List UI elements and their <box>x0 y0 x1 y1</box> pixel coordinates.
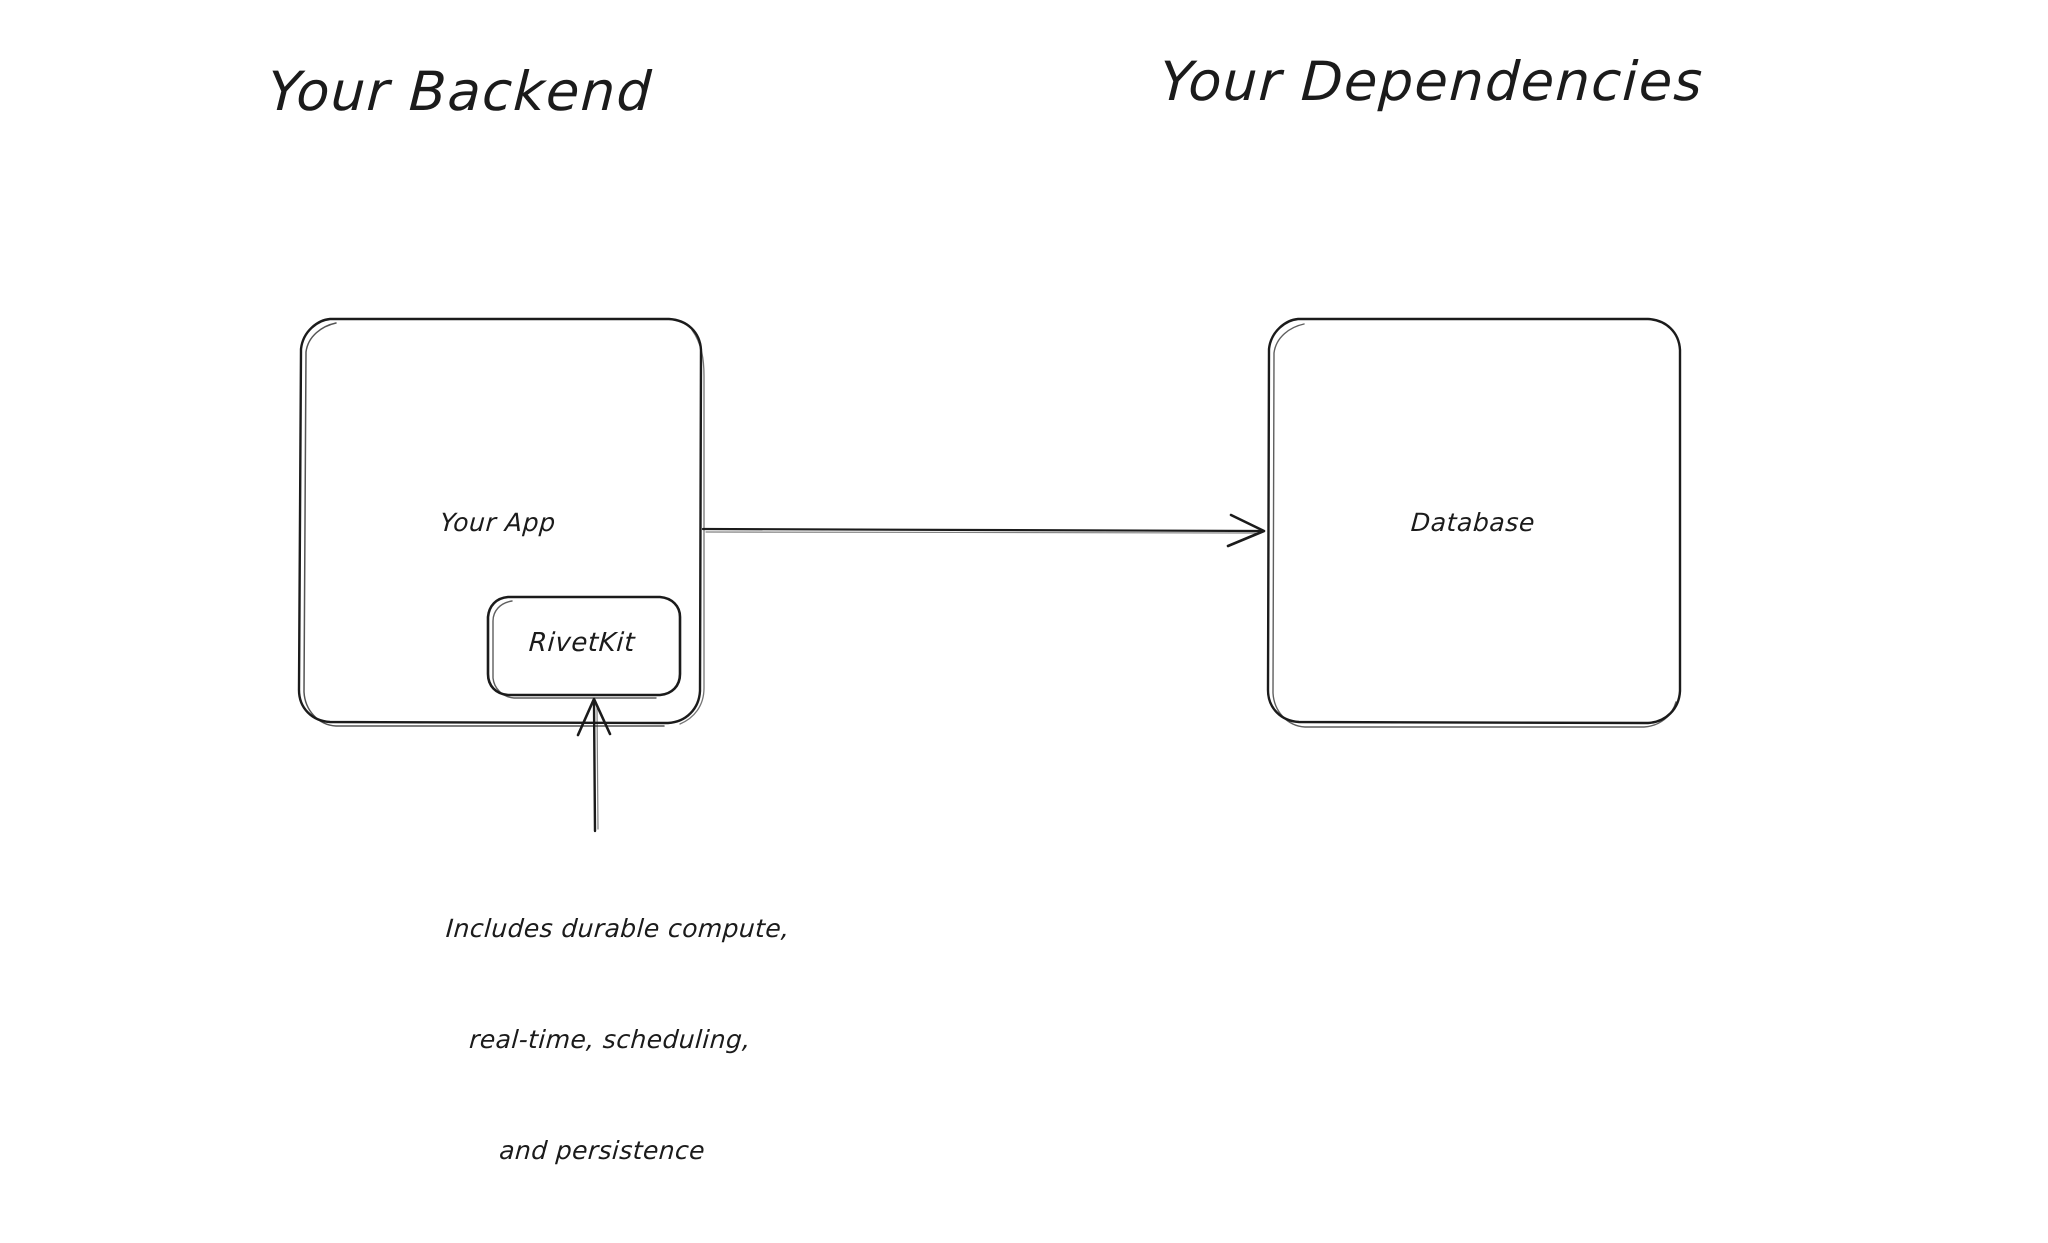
diagram-sketch-layer <box>297 317 1682 833</box>
edge-caption-to-rivetkit[interactable] <box>576 697 612 833</box>
group-title-your-backend: Your Backend <box>266 60 655 123</box>
group-title-your-dependencies: Your Dependencies <box>1158 50 1706 113</box>
annotation-line-1: Includes durable compute, <box>444 914 791 943</box>
node-label-your-app: Your App <box>439 508 557 537</box>
annotation-rivetkit-caption: Includes durable compute, real-time, sch… <box>316 836 904 1243</box>
node-database-box[interactable] <box>1266 317 1682 728</box>
annotation-line-3: and persistence <box>498 1136 707 1165</box>
node-your-app-box[interactable] <box>297 317 705 727</box>
node-rivetkit-box[interactable] <box>486 595 682 699</box>
edge-app-to-database[interactable] <box>701 513 1266 548</box>
diagram-canvas: Your Backend Your Dependencies Your App … <box>266 50 1706 1165</box>
annotation-line-2: real-time, scheduling, <box>468 1025 752 1054</box>
node-label-rivetkit: RivetKit <box>527 628 637 658</box>
node-label-database: Database <box>1409 508 1537 537</box>
